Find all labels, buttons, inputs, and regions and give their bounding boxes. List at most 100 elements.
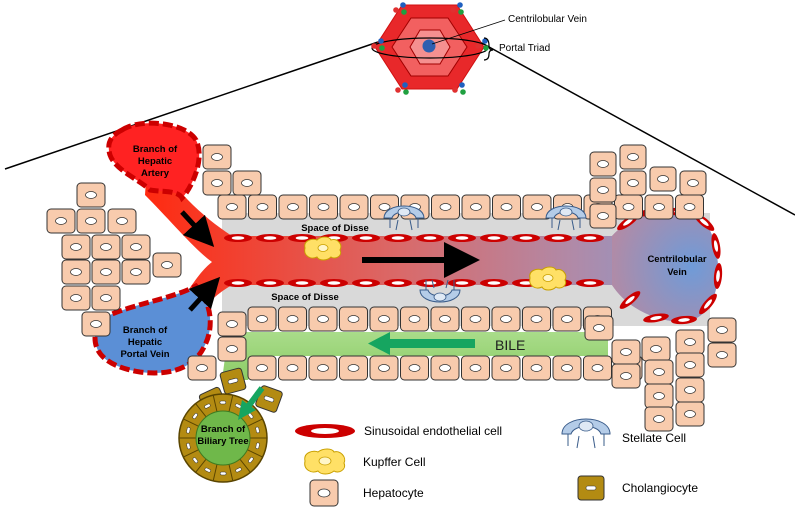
hepatocyte (369, 355, 399, 381)
hepatocyte (76, 182, 106, 208)
hepatocyte (46, 208, 76, 234)
hepatocyte (675, 377, 705, 403)
portal-vein-label-1: Branch of (123, 325, 168, 336)
lobule-outline-left (4, 41, 379, 170)
hepatocyte (675, 329, 705, 355)
endothelial-cell (288, 279, 316, 287)
endothelial-cell (448, 279, 476, 287)
biliary-tree-label-2: Biliary Tree (197, 436, 248, 447)
hepatocyte (611, 339, 641, 365)
hepatocyte (278, 355, 307, 381)
endothelial-cell (643, 313, 669, 323)
endothelial-cell (480, 279, 508, 287)
hepatocyte (121, 259, 151, 285)
endothelial-cell (480, 234, 508, 242)
endothelial-cell (384, 234, 412, 242)
hepatocyte (644, 359, 674, 385)
legend-cholangiocyte-label: Cholangiocyte (622, 481, 698, 495)
portal-flow-arrow (188, 276, 221, 312)
lobule-outline-right (479, 41, 795, 216)
hepatocyte (121, 234, 151, 260)
hepatocyte (217, 336, 247, 362)
endothelial-cell (224, 279, 252, 287)
hepatocyte (584, 315, 614, 341)
hepatocyte (308, 306, 338, 332)
hepatocyte (91, 234, 121, 260)
biliary-tree-label-1: Branch of (201, 424, 246, 435)
endothelial-cell (619, 291, 641, 309)
endothelial-cell (576, 234, 604, 242)
hepatocyte (619, 170, 647, 196)
endothelial-cell (352, 279, 380, 287)
endothelial-cell (512, 234, 540, 242)
hepatocyte (400, 306, 429, 332)
hepatocyte (611, 363, 641, 389)
endothelial-lining-top (224, 234, 604, 242)
endothelial-cell (544, 234, 572, 242)
central-vein-label-1: Centrilobular (647, 254, 706, 265)
portal-vein-label-2: Hepatic (128, 337, 162, 348)
portal-triad-bracket (483, 37, 494, 61)
hepatocyte (552, 355, 582, 381)
centrilobular-label: Centrilobular Vein (508, 14, 587, 25)
hepatocyte (522, 306, 551, 332)
hepatocyte (309, 194, 338, 220)
hepatocyte (707, 317, 737, 343)
portal-triad-label: Portal Triad (499, 43, 550, 54)
hepatocyte (522, 355, 551, 381)
hepatocyte (675, 401, 705, 427)
endothelial-lining-bottom (224, 279, 604, 287)
hepatic-artery-label-1: Branch of (133, 144, 178, 155)
central-vein-label-2: Vein (667, 267, 687, 278)
bile-drain-arrow (238, 386, 265, 420)
stellate-cell-bottom (419, 279, 461, 303)
endothelial-cell (224, 234, 252, 242)
hepatocyte (217, 194, 247, 220)
hepatocyte (81, 311, 111, 337)
centrilobular-vein-dot (422, 39, 436, 53)
endothelial-cell (320, 279, 348, 287)
portal-vein-label-3: Portal Vein (120, 349, 169, 360)
hepatocyte (202, 144, 232, 170)
endothelial-cell (384, 279, 412, 287)
legend-endothelial-label: Sinusoidal endothelial cell (364, 424, 502, 438)
hepatocyte (619, 144, 647, 170)
endothelial-cell (352, 234, 380, 242)
hepatocyte (339, 306, 368, 332)
hepatocyte (461, 194, 491, 220)
hepatocyte (461, 355, 490, 381)
hepatocyte (248, 194, 277, 220)
hepatic-artery-branch (106, 120, 202, 203)
hepatocyte (679, 170, 707, 196)
hepatocyte (278, 306, 307, 332)
hepatocyte (339, 194, 369, 220)
hepatocyte (232, 170, 262, 196)
stellate-cell-top-left (383, 205, 425, 231)
hepatocyte (707, 342, 737, 368)
hepatocyte (522, 194, 552, 220)
hepatocyte (202, 170, 232, 196)
endothelial-cell (671, 315, 697, 325)
hepatocyte (491, 355, 521, 381)
hepatocyte (61, 259, 91, 285)
endothelial-cell (416, 234, 444, 242)
hepatocyte (308, 355, 338, 381)
hepatocyte (430, 355, 460, 381)
portal-triads (371, 2, 489, 95)
hepatocyte (491, 306, 521, 332)
hepatocyte (641, 336, 671, 362)
hepatocyte (400, 355, 429, 381)
hepatocyte (461, 306, 490, 332)
cholangiocyte (219, 367, 247, 395)
legend-cholangiocyte-icon (577, 475, 605, 501)
hepatocyte (247, 355, 277, 381)
hepatocyte (552, 306, 582, 332)
endothelial-cell (256, 234, 284, 242)
hepatocyte-plates (46, 144, 737, 432)
endothelial-cell (713, 263, 723, 289)
legend-hepatocyte-icon (309, 479, 339, 507)
legend-stellate-icon (561, 418, 611, 449)
hepatocyte (589, 151, 617, 177)
